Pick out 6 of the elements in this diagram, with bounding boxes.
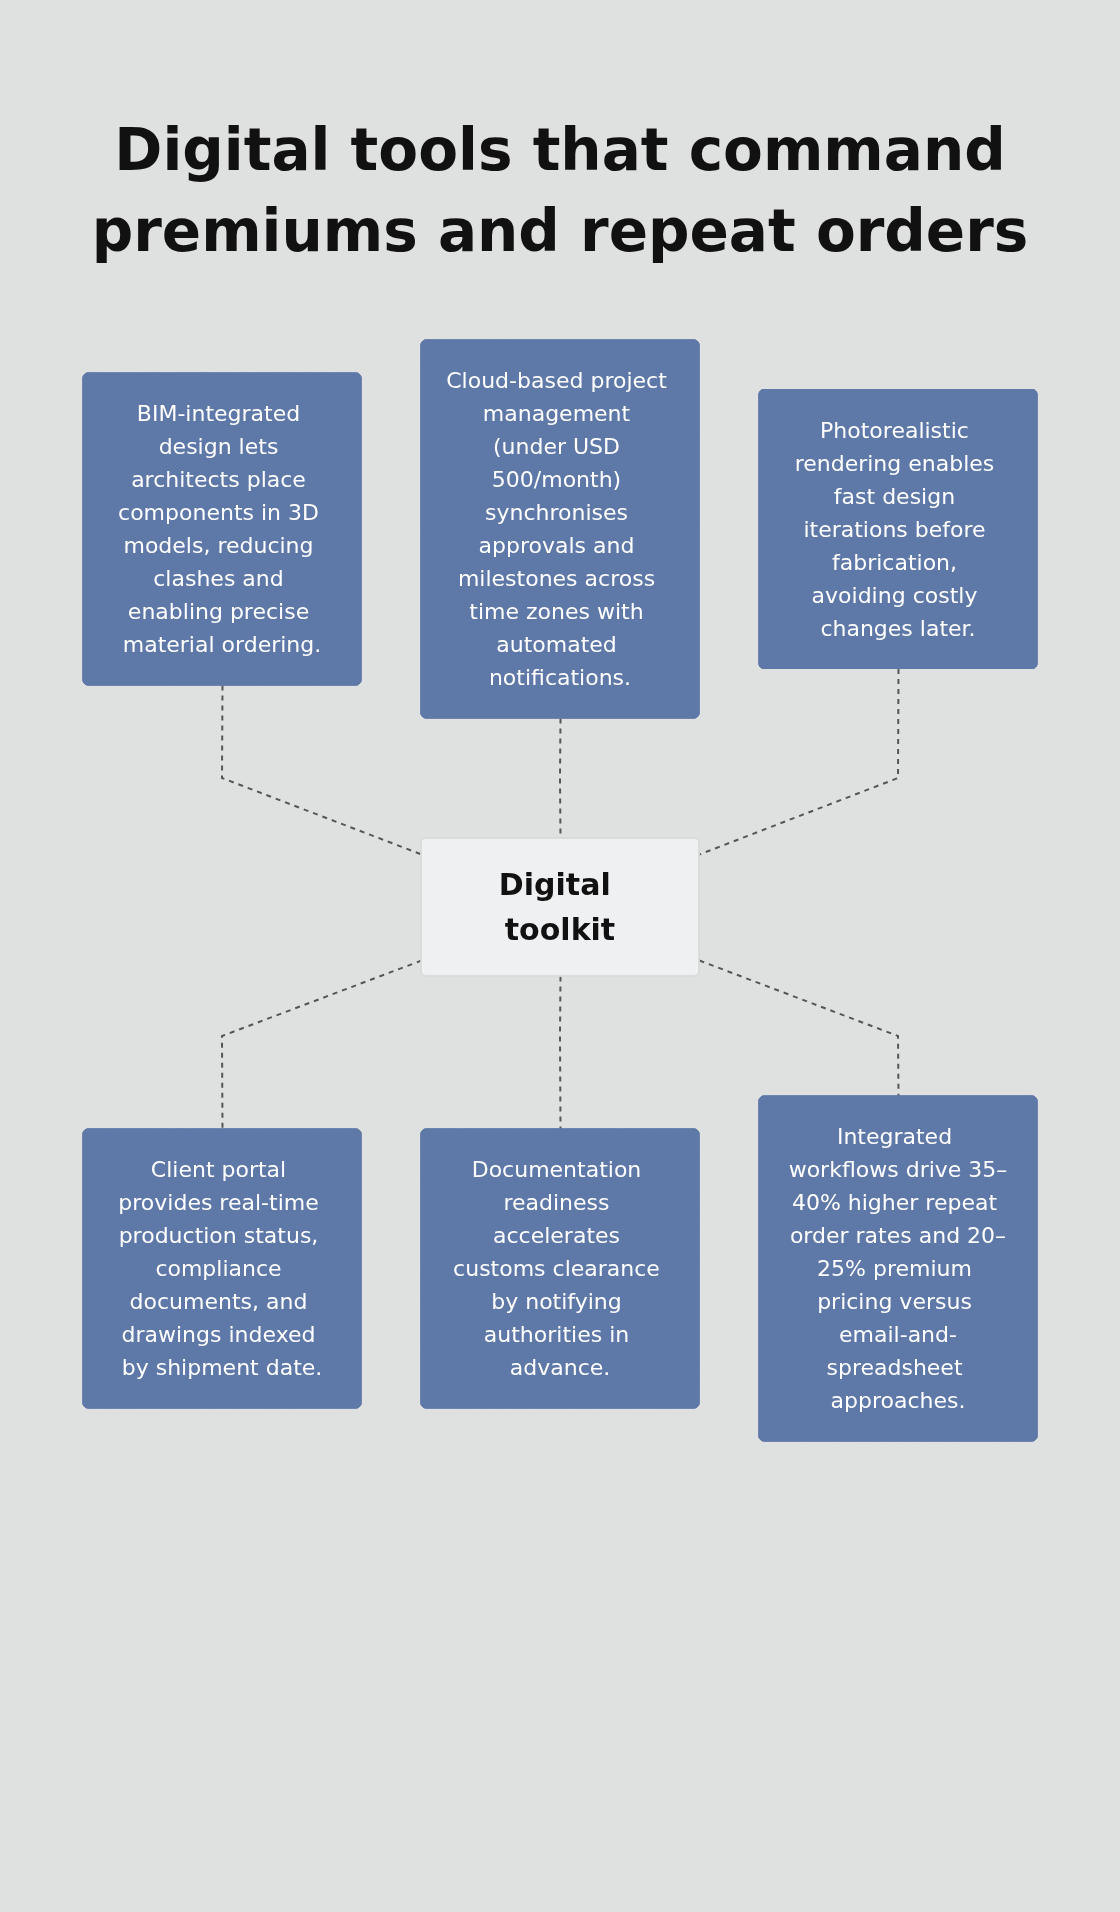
- connector: [221, 684, 423, 856]
- connector: [221, 959, 423, 1131]
- connector: [698, 668, 900, 856]
- connector: [559, 975, 562, 1131]
- title: Digital tools that command premiums and repeat orders: [90, 115, 1030, 268]
- connector: [698, 959, 900, 1098]
